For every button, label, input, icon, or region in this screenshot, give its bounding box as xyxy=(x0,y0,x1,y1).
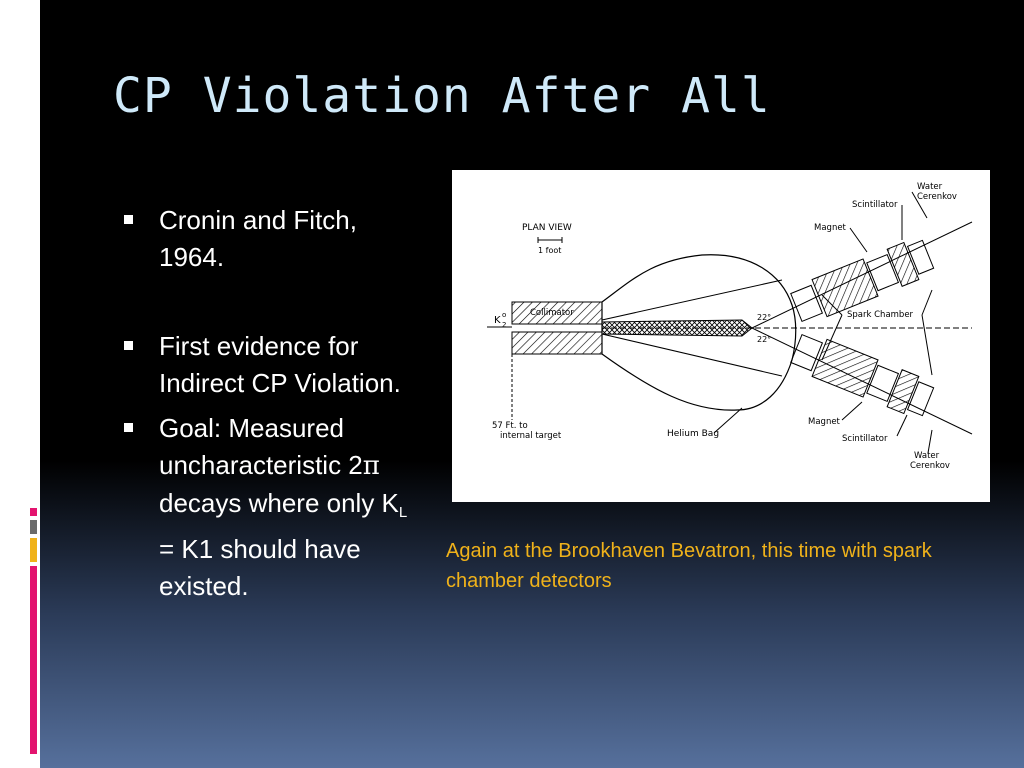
lower-arm-ray xyxy=(601,333,783,377)
water-bottom-line2: Cerenkov xyxy=(910,461,950,471)
bullet-text: First evidence for Indirect CP Violation… xyxy=(159,331,401,398)
slide-title: CP Violation After All xyxy=(113,68,771,124)
bullet-marker xyxy=(124,423,133,432)
bullet-item: First evidence for Indirect CP Violation… xyxy=(122,328,422,402)
water-top-line1: Water xyxy=(917,182,943,192)
angle-top-label: 22° xyxy=(757,313,771,322)
spark-chamber-top xyxy=(790,284,824,323)
leader xyxy=(921,289,933,316)
accent-bar-gray xyxy=(30,520,37,534)
leader xyxy=(911,191,928,219)
bullet-text-pre: Goal: Measured uncharacteristic 2 xyxy=(159,413,363,480)
accent-bar-pink xyxy=(30,508,37,516)
collimator-label: Collimator xyxy=(530,308,574,318)
bullet-text: Cronin and Fitch, 1964. xyxy=(159,205,357,272)
scintillator-top xyxy=(886,241,920,287)
pi-symbol: π xyxy=(362,451,380,481)
leader xyxy=(821,314,843,361)
water-bottom-line1: Water xyxy=(914,451,940,461)
beam-label-sub: 2 xyxy=(502,321,506,329)
subscript-l: L xyxy=(398,504,408,521)
magnet-top-label: Magnet xyxy=(814,223,847,233)
magnet-top xyxy=(811,258,879,318)
spark-chamber-bottom xyxy=(790,333,824,372)
bullet-marker xyxy=(124,215,133,224)
spark-chamber-bottom-2 xyxy=(866,364,900,403)
scintillator-bottom-label: Scintillator xyxy=(842,434,888,444)
water-cerenkov-top xyxy=(906,239,935,275)
water-cerenkov-bottom xyxy=(906,381,935,417)
beam-label-sup: o xyxy=(502,311,506,319)
leader xyxy=(841,401,863,421)
bullet-marker xyxy=(124,341,133,350)
leader xyxy=(821,294,843,316)
collimator-bottom xyxy=(511,331,603,355)
spark-chamber-label: Spark Chamber xyxy=(847,310,914,320)
bullet-item: Cronin and Fitch, 1964. xyxy=(122,202,422,276)
bullet-text-mid: decays where only K xyxy=(159,488,399,518)
scintillator-top-label: Scintillator xyxy=(852,200,898,210)
spark-chamber-top-2 xyxy=(866,253,900,292)
target-label-line2: internal target xyxy=(500,431,562,441)
accent-bar-gold xyxy=(30,538,37,562)
magnet-bottom xyxy=(811,338,879,398)
target-label-line1: 57 Ft. to xyxy=(492,421,528,431)
plan-view-label: PLAN VIEW xyxy=(522,223,572,233)
experiment-diagram: PLAN VIEW 1 foot K o 2 Collimator 57 Ft.… xyxy=(452,170,990,502)
leader xyxy=(896,414,908,437)
upper-arm-ray xyxy=(601,279,783,321)
bullet-item: Goal: Measured uncharacteristic 2π decay… xyxy=(122,410,422,605)
angle-bottom-label: 22° xyxy=(757,335,771,344)
helium-bag xyxy=(601,254,797,411)
bullet-text-post: = K1 should have existed. xyxy=(159,534,361,601)
leader xyxy=(927,429,933,454)
bullet-list: Cronin and Fitch, 1964. First evidence f… xyxy=(122,202,422,605)
leader xyxy=(849,227,868,253)
accent-bar-pink-long xyxy=(30,566,37,754)
beam-label: K xyxy=(494,315,501,326)
magnet-bottom-label: Magnet xyxy=(808,417,841,427)
figure-caption: Again at the Brookhaven Bevatron, this t… xyxy=(446,540,932,592)
helium-bag-label: Helium Bag xyxy=(667,429,719,439)
scale-label: 1 foot xyxy=(538,246,561,255)
diagram-svg: PLAN VIEW 1 foot K o 2 Collimator 57 Ft.… xyxy=(487,182,973,471)
lower-detector-arm xyxy=(790,333,935,417)
water-top-line2: Cerenkov xyxy=(917,192,957,202)
helium-bag-leader xyxy=(713,407,743,434)
scintillator-bottom xyxy=(886,369,920,415)
leader xyxy=(921,314,933,376)
